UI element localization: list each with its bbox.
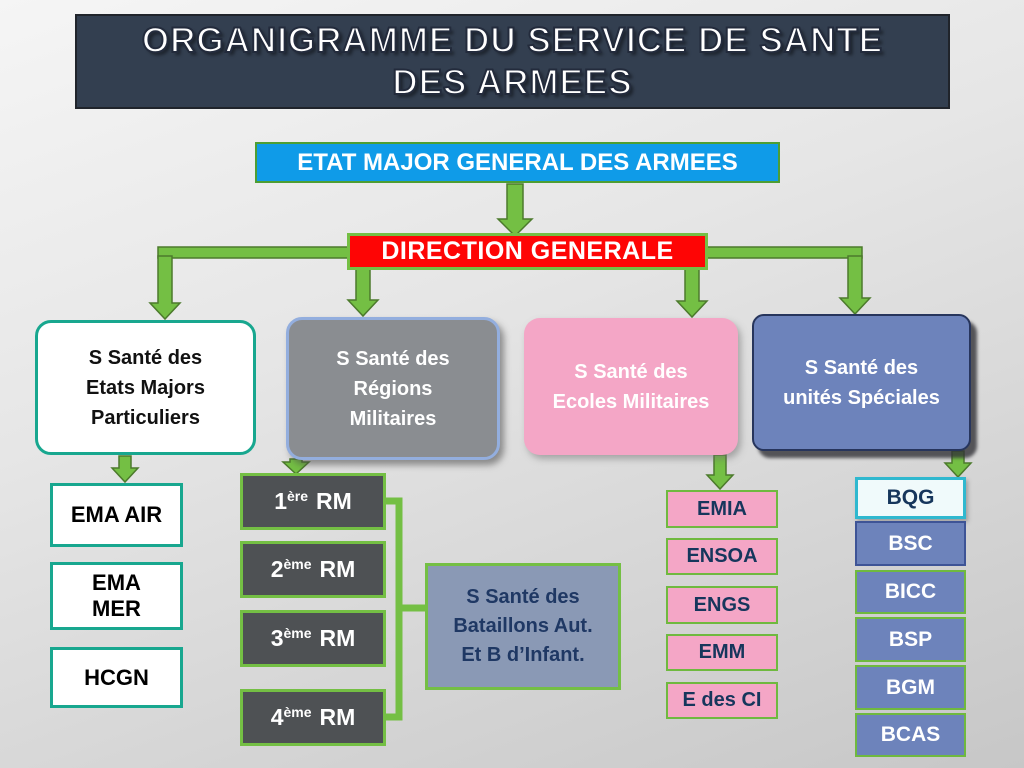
node-ema-mer: EMA MER xyxy=(50,562,183,630)
rm-number: 2 xyxy=(270,556,284,582)
arrow-to-etats-majors xyxy=(148,255,182,321)
branch-unites-speciales: S Santé des unités Spéciales xyxy=(752,314,971,451)
rm-ordinal-suffix: ème xyxy=(283,704,312,720)
node-bgm: BGM xyxy=(855,665,966,710)
rm-ordinal-suffix: ème xyxy=(283,625,312,641)
branch-ecoles-militaires: S Santé des Ecoles Militaires xyxy=(524,318,738,455)
branch-regions-militaires: S Santé des Régions Militaires xyxy=(286,317,500,460)
arrow-ecoles-children xyxy=(705,454,735,491)
node-4eme-rm: 4ème RM xyxy=(240,689,386,746)
arrow-unites-children xyxy=(943,450,973,479)
rm-ordinal-suffix: ère xyxy=(286,488,309,504)
node-bsc: BSC xyxy=(855,521,966,566)
arrow-etats-majors-children xyxy=(110,455,140,484)
node-emm: EMM xyxy=(666,634,778,671)
node-bsp: BSP xyxy=(855,617,966,662)
node-hcgn: HCGN xyxy=(50,647,183,708)
node-bicc: BICC xyxy=(855,570,966,614)
node-2eme-rm: 2ème RM xyxy=(240,541,386,598)
node-3eme-rm: 3ème RM xyxy=(240,610,386,667)
node-etat-major-general: ETAT MAJOR GENERAL DES ARMEES xyxy=(255,142,780,183)
rm-group-bracket xyxy=(386,497,403,721)
node-direction-generale: DIRECTION GENERALE xyxy=(347,233,708,270)
node-bataillons-autonomes: S Santé des Bataillons Aut. Et B d’Infan… xyxy=(425,563,621,690)
node-ema-air: EMA AIR xyxy=(50,483,183,547)
rm-label: RM xyxy=(316,488,352,514)
arrow-to-unites xyxy=(838,255,872,316)
node-bcas: BCAS xyxy=(855,713,966,757)
rm-number: 1 xyxy=(274,488,287,514)
node-e-des-ci: E des CI xyxy=(666,682,778,719)
rm-label: RM xyxy=(319,625,356,651)
slide-title: ORGANIGRAMME DU SERVICE DE SANTE DES ARM… xyxy=(141,20,884,103)
arrow-emga-to-dg xyxy=(496,183,534,238)
title-banner: ORGANIGRAMME DU SERVICE DE SANTE DES ARM… xyxy=(75,14,950,109)
arrow-regions-children xyxy=(281,458,311,476)
node-engs: ENGS xyxy=(666,586,778,624)
node-1ere-rm: 1ère RM xyxy=(240,473,386,530)
node-ensoa: ENSOA xyxy=(666,538,778,575)
rm-number: 4 xyxy=(270,704,284,730)
rm-number: 3 xyxy=(270,625,284,651)
branch-etats-majors-particuliers: S Santé des Etats Majors Particuliers xyxy=(35,320,256,455)
rm-label: RM xyxy=(319,704,356,730)
node-bqg: BQG xyxy=(855,477,966,519)
node-emia: EMIA xyxy=(666,490,778,528)
rm-ordinal-suffix: ème xyxy=(283,556,312,572)
rm-label: RM xyxy=(319,556,356,582)
